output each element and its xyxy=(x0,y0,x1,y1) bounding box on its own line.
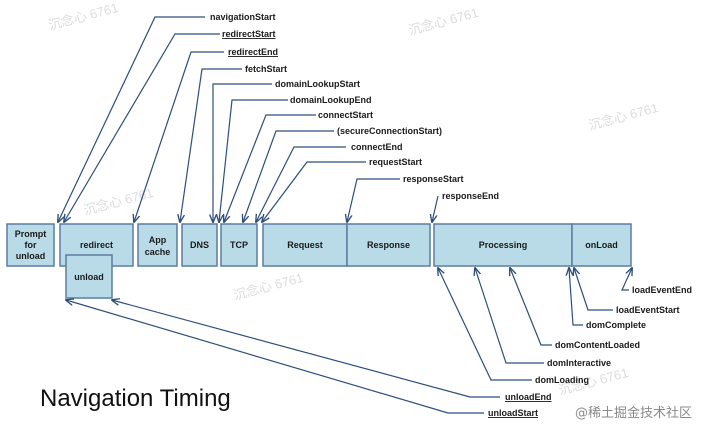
connector-redirect-start xyxy=(64,33,220,222)
connector-unload-end xyxy=(112,300,500,398)
watermark-5: 沉念心 6761 xyxy=(232,270,305,303)
connector-request-start xyxy=(262,161,366,222)
event-response-end: responseEnd xyxy=(442,191,499,201)
connector-response-end xyxy=(432,195,439,222)
event-dom-interactive: domInteractive xyxy=(547,358,611,368)
watermark-1: 沉念心 6761 xyxy=(47,0,120,33)
watermark-2: 沉念心 6761 xyxy=(407,5,480,38)
connector-connect-start xyxy=(224,114,316,222)
phase-prompt-for-unload: Prompt for unload xyxy=(6,223,55,267)
event-load-event-start: loadEventStart xyxy=(616,305,680,315)
top-connectors xyxy=(58,16,439,222)
event-redirect-end: redirectEnd xyxy=(228,47,278,57)
phase-dns: DNS xyxy=(181,223,218,267)
event-secure-connection-start: (secureConnectionStart) xyxy=(337,126,442,136)
phase-unload: unload xyxy=(65,254,113,299)
connector-navigation-start xyxy=(58,16,205,222)
phase-tcp: TCP xyxy=(220,223,258,267)
event-domain-lookup-end: domainLookupEnd xyxy=(290,95,372,105)
event-domain-lookup-start: domainLookupStart xyxy=(275,79,360,89)
phase-onload-label: onLoad xyxy=(585,240,618,250)
phase-redirect-label: redirect xyxy=(80,240,113,250)
connector-dom-content-loaded xyxy=(510,268,552,346)
connector-load-event-end xyxy=(621,268,632,291)
phase-response: Response xyxy=(346,223,431,267)
watermark-4: 沉念心 6761 xyxy=(82,185,155,218)
event-redirect-start: redirectStart xyxy=(222,29,276,39)
event-connect-end: connectEnd xyxy=(351,142,403,152)
phase-request: Request xyxy=(262,223,348,267)
watermark-3: 沉念心 6761 xyxy=(587,100,660,133)
phase-prompt-line-2: for xyxy=(25,240,37,250)
connector-fetch-start xyxy=(180,68,242,222)
event-connect-start: connectStart xyxy=(318,110,373,120)
phase-tcp-label: TCP xyxy=(230,240,248,250)
phase-response-label: Response xyxy=(367,240,410,250)
phase-dns-label: DNS xyxy=(190,240,209,250)
event-navigation-start: navigationStart xyxy=(210,12,276,22)
bottom-connectors xyxy=(66,268,632,414)
connector-load-event-start xyxy=(574,268,613,311)
connector-dom-interactive xyxy=(475,268,544,364)
connector-dom-complete xyxy=(569,268,583,326)
phase-unload-label: unload xyxy=(74,272,104,282)
event-load-event-end: loadEventEnd xyxy=(632,285,692,295)
event-dom-content-loaded: domContentLoaded xyxy=(555,340,640,350)
event-dom-loading: domLoading xyxy=(535,375,589,385)
phase-processing-label: Processing xyxy=(479,240,528,250)
phase-appcache-line-2: cache xyxy=(145,247,171,257)
phase-boxes: Prompt for unload redirect unload App ca… xyxy=(6,223,632,299)
event-response-start: responseStart xyxy=(403,174,464,184)
connector-redirect-end xyxy=(134,51,224,222)
phase-appcache-line-1: App xyxy=(149,235,167,245)
phase-app-cache: App cache xyxy=(137,223,178,267)
diagram-title: Navigation Timing xyxy=(40,385,231,412)
phase-processing: Processing xyxy=(433,223,573,267)
connector-dom-loading xyxy=(438,268,532,381)
connector-domain-lookup-start xyxy=(213,83,272,222)
event-fetch-start: fetchStart xyxy=(245,64,287,74)
connector-unload-start xyxy=(66,300,484,414)
event-unload-start: unloadStart xyxy=(488,408,538,418)
connector-domain-lookup-end xyxy=(219,99,288,222)
connector-response-start xyxy=(347,178,400,222)
phase-request-label: Request xyxy=(287,240,323,250)
event-labels: navigationStart redirectStart redirectEn… xyxy=(210,12,692,418)
event-dom-complete: domComplete xyxy=(586,320,646,330)
phase-prompt-line-1: Prompt xyxy=(15,229,47,239)
site-credit: @稀土掘金技术社区 xyxy=(575,405,692,421)
phase-onload: onLoad xyxy=(571,223,632,267)
connector-connect-end xyxy=(256,146,346,222)
phase-prompt-line-3: unload xyxy=(16,251,46,261)
event-unload-end: unloadEnd xyxy=(505,392,552,402)
connector-secure-connection-start xyxy=(243,130,334,222)
event-request-start: requestStart xyxy=(369,157,422,167)
watermarks: 沉念心 6761 沉念心 6761 沉念心 6761 沉念心 6761 沉念心 … xyxy=(47,0,660,398)
